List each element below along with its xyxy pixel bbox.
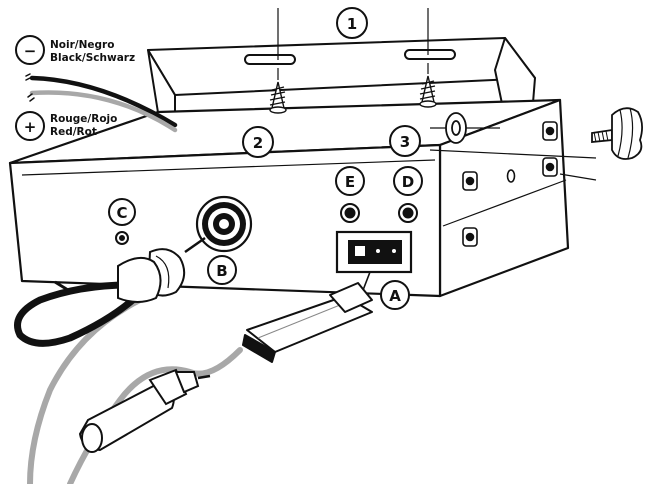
coax-plug xyxy=(117,236,206,303)
callout-1-label: 1 xyxy=(347,15,357,33)
antenna-cable-black xyxy=(14,281,139,347)
thumb-screw-knob xyxy=(611,107,643,160)
negative-wire-line2: Black/Schwarz xyxy=(50,52,135,64)
dc-wires xyxy=(25,73,178,133)
negative-symbol: − xyxy=(24,42,37,60)
side-knob-3 xyxy=(462,171,478,191)
callout-c-label: C xyxy=(116,204,127,222)
callout-d: D xyxy=(393,166,423,196)
guide-lines xyxy=(277,8,429,80)
side-knob-1 xyxy=(542,121,558,141)
mounting-bracket xyxy=(147,37,536,147)
callout-b: B xyxy=(207,255,237,285)
side-knob-2 xyxy=(542,157,558,177)
callout-e: E xyxy=(335,166,365,196)
callout-e-label: E xyxy=(345,173,355,191)
jack-e xyxy=(340,203,360,223)
front-jacks xyxy=(115,195,418,274)
callout-3: 3 xyxy=(389,125,421,157)
callout-2: 2 xyxy=(242,126,274,158)
screw-right xyxy=(419,75,437,108)
positive-wire-label: + Rouge/Rojo Red/Rot xyxy=(15,111,117,141)
power-socket-a xyxy=(335,230,413,274)
callout-3-label: 3 xyxy=(400,133,410,151)
callout-c: C xyxy=(108,198,136,226)
screw-left xyxy=(269,81,287,114)
mic-jack-c xyxy=(115,231,129,245)
callout-d-label: D xyxy=(402,173,414,191)
callout-2-label: 2 xyxy=(253,134,263,152)
side-knob-4 xyxy=(462,227,478,247)
positive-wire-line1: Rouge/Rojo xyxy=(50,113,117,125)
power-plug xyxy=(242,271,373,363)
top-screws xyxy=(269,75,437,114)
thumb-screw-assembly xyxy=(429,107,643,181)
callout-1: 1 xyxy=(336,7,368,39)
callout-a: A xyxy=(380,280,410,310)
negative-wire-label: − Noir/Negro Black/Schwarz xyxy=(15,35,135,65)
antenna-socket-b xyxy=(195,195,253,253)
callout-a-label: A xyxy=(389,287,401,305)
jack-d xyxy=(398,203,418,223)
side-knobs xyxy=(462,121,558,247)
negative-wire-line1: Noir/Negro xyxy=(50,39,114,51)
callout-b-label: B xyxy=(216,262,227,280)
mic-plug xyxy=(78,368,211,453)
positive-wire-line2: Red/Rot xyxy=(50,126,97,138)
positive-symbol: + xyxy=(24,118,37,136)
